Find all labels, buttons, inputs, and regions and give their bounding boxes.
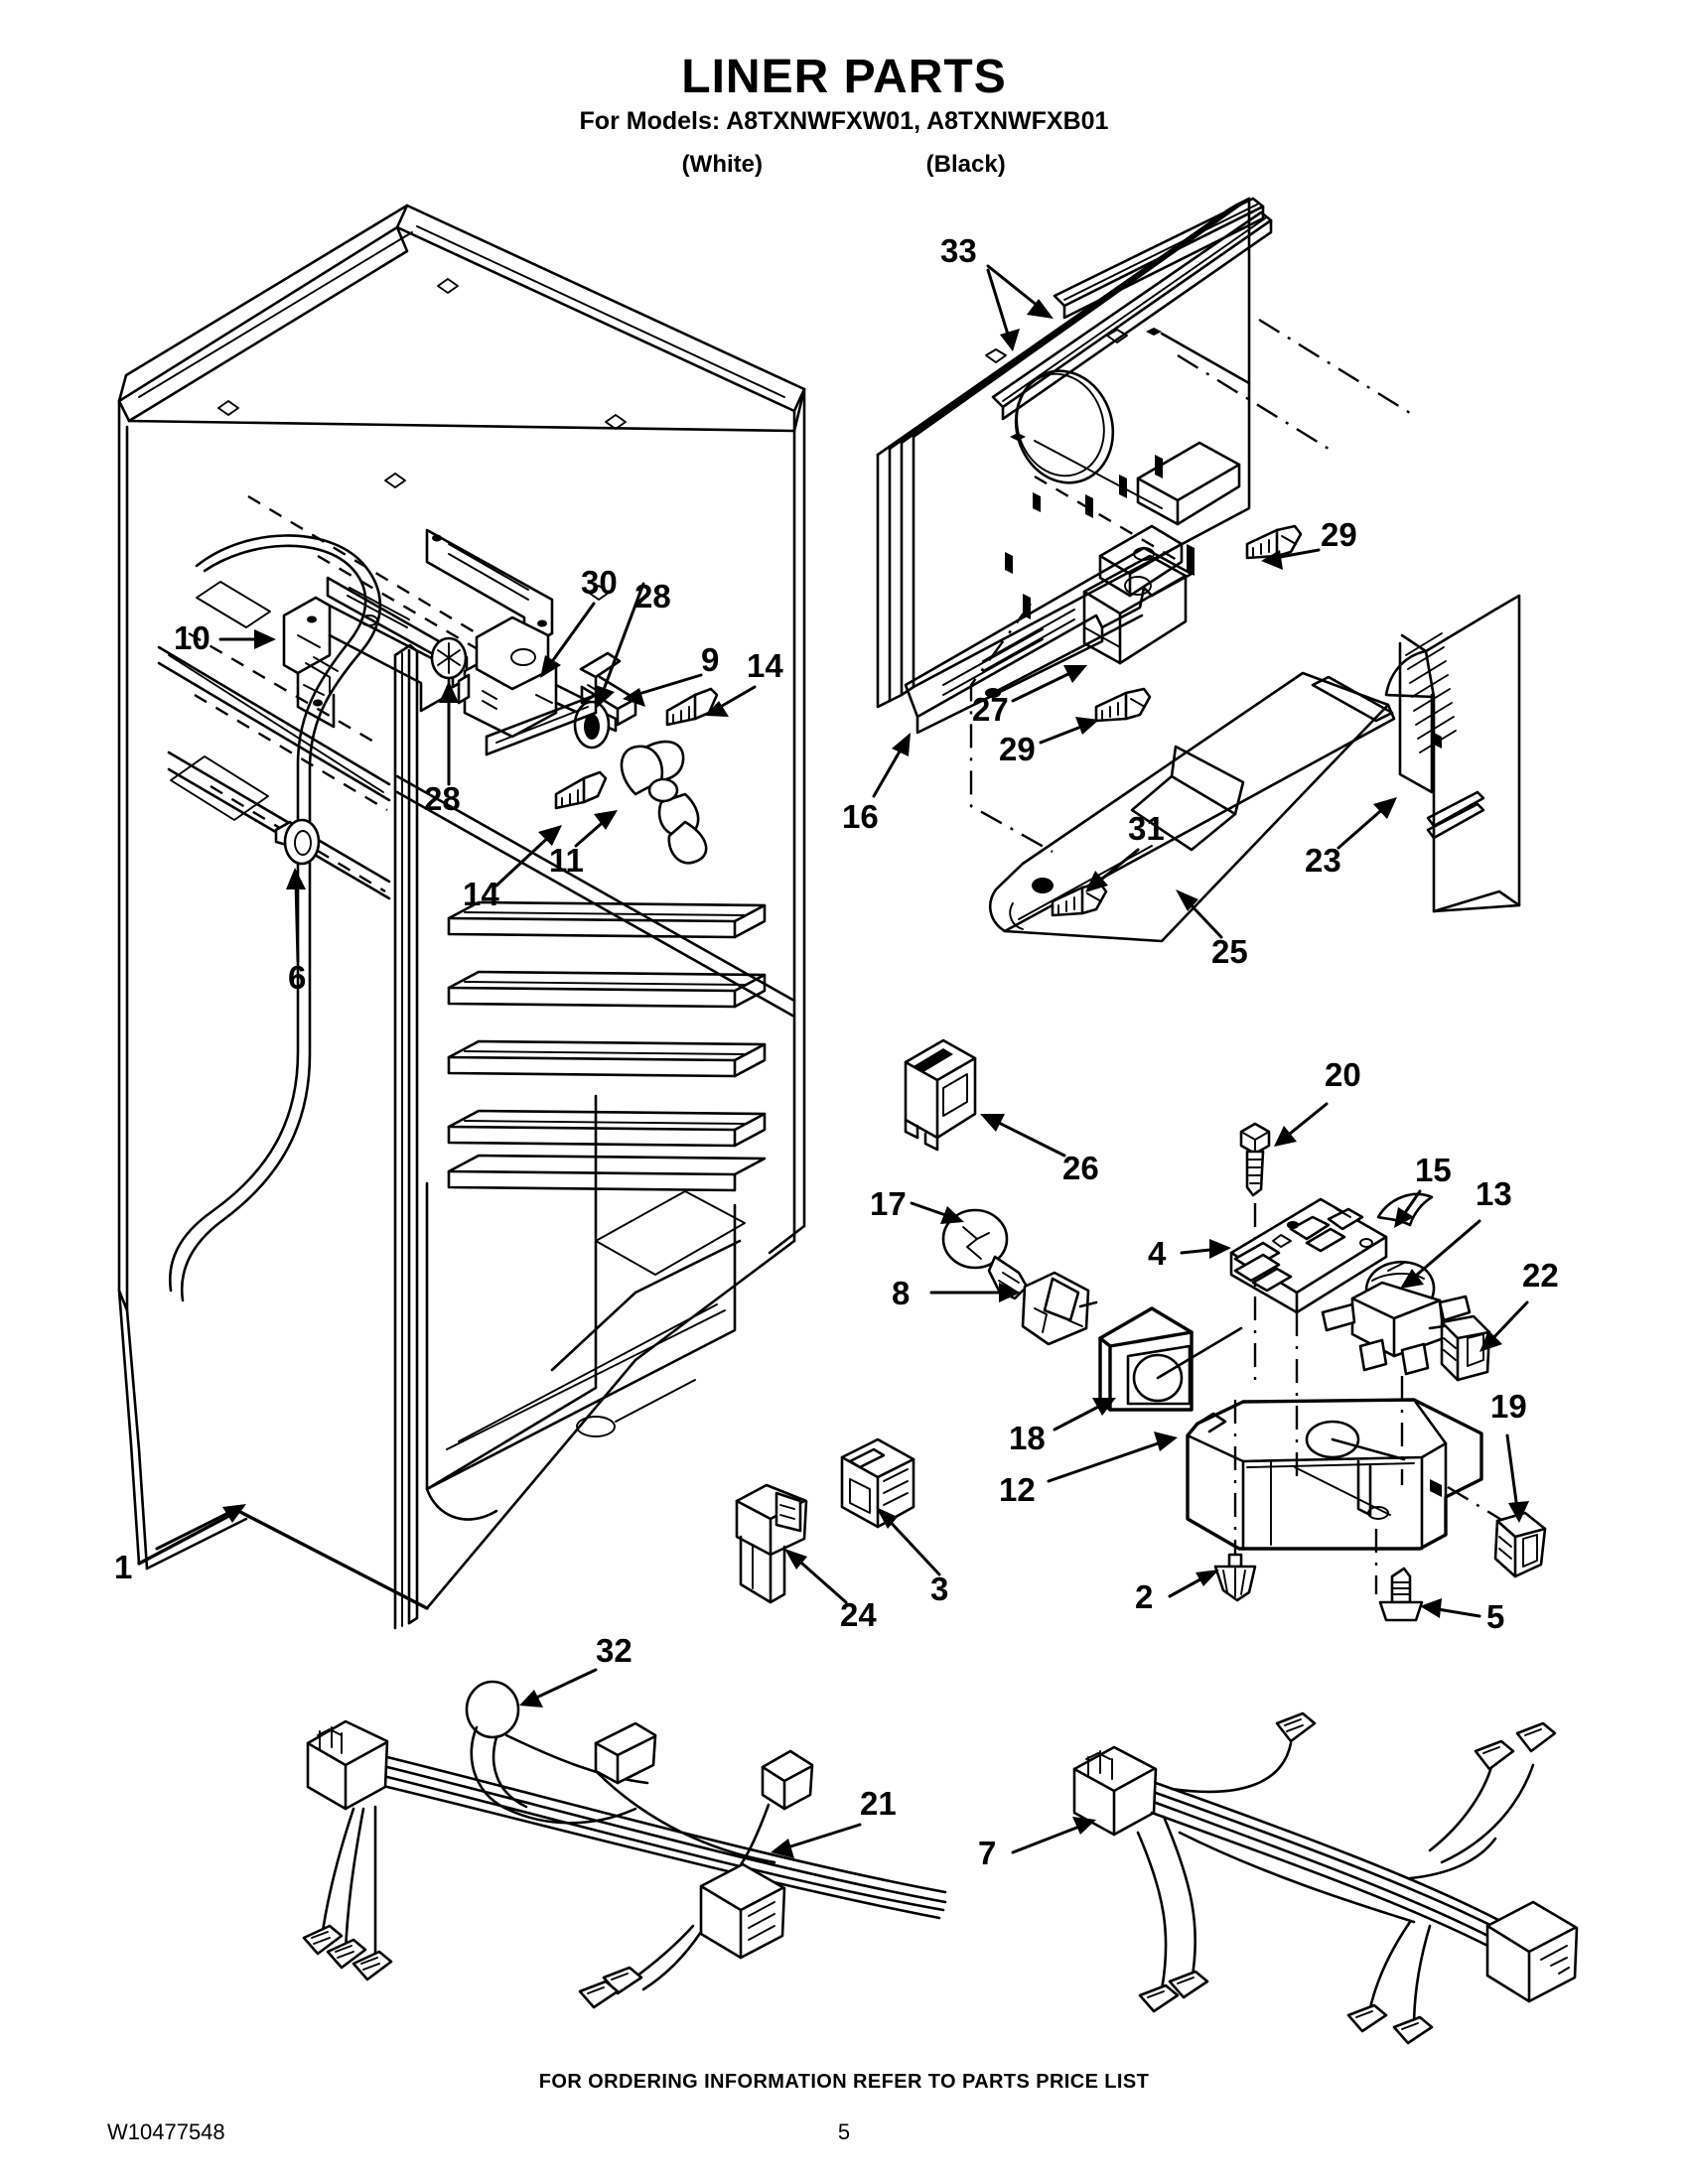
page-title: LINER PARTS — [681, 51, 1007, 103]
connector-terminal-part — [1428, 1314, 1491, 1382]
connector-block-part — [840, 1437, 915, 1529]
callout-2: 2 — [1135, 1578, 1154, 1615]
terminal-housing-part — [904, 1038, 977, 1152]
wire-harness-right-part — [1072, 1711, 1579, 2045]
callout-14-upper: 14 — [747, 647, 783, 684]
callout-20: 20 — [1325, 1056, 1361, 1093]
callout-6: 6 — [288, 959, 307, 996]
mounting-screw-part — [1378, 1567, 1424, 1622]
wire-clip-part — [1376, 1192, 1434, 1227]
callout-31: 31 — [1128, 810, 1165, 847]
spade-terminals-right — [1138, 1970, 1434, 2045]
callout-15: 15 — [1415, 1152, 1452, 1188]
callout-22: 22 — [1522, 1257, 1559, 1294]
wire-connector-part — [735, 1483, 808, 1604]
callout-3: 3 — [930, 1570, 949, 1607]
callout-29-mid: 29 — [999, 731, 1036, 767]
control-board-part — [1229, 1197, 1388, 1481]
terminal-connector-part — [1447, 1485, 1547, 1578]
wire-harness-left-part — [302, 1680, 947, 2009]
callout-leader-lines — [155, 264, 1529, 1858]
callout-26: 26 — [1062, 1150, 1099, 1186]
defrost-thermostat-part — [1321, 1260, 1472, 1485]
color-white-label: (White) — [681, 151, 763, 178]
shelf-pin-part — [274, 818, 321, 866]
cabinet-liner-group — [117, 204, 806, 1630]
callout-14-lower: 14 — [463, 876, 499, 912]
screw-mid-right-part — [1094, 687, 1152, 723]
callout-8: 8 — [892, 1275, 911, 1311]
spade-terminals-left — [302, 1924, 393, 1981]
drain-pan-part — [1186, 1398, 1483, 1594]
grommet-upper — [573, 700, 611, 750]
callout-10: 10 — [174, 619, 211, 656]
screw-upper-part — [665, 687, 719, 727]
screw-lower-part — [554, 770, 608, 810]
color-variants: (White) (Black) — [0, 151, 1688, 179]
page-number: 5 — [837, 2119, 851, 2144]
callout-24: 24 — [840, 1596, 877, 1633]
fan-motor-part — [457, 615, 618, 739]
rear-liner-panel-group — [876, 197, 1411, 854]
color-black-label: (Black) — [925, 151, 1006, 178]
model-list: For Models: A8TXNWFXW01, A8TXNWFXB01 — [579, 107, 1109, 135]
callout-13: 13 — [1476, 1175, 1512, 1212]
callout-16: 16 — [842, 798, 879, 835]
liner-bracket-part — [282, 596, 451, 729]
fan-bracket-part — [485, 651, 637, 756]
callout-29-upper: 29 — [1321, 516, 1357, 553]
ordering-info-note: FOR ORDERING INFORMATION REFER TO PARTS … — [538, 2071, 1150, 2093]
callout-7: 7 — [978, 1835, 997, 1871]
fan-blade-part — [620, 740, 708, 865]
screw-upper-right-part — [1245, 524, 1303, 560]
callout-32: 32 — [596, 1632, 633, 1669]
drain-plug-part — [1213, 1400, 1257, 1602]
hex-screw-part — [1239, 1122, 1271, 1382]
thermistor-housing-part — [1098, 1306, 1243, 1412]
callout-28-lower: 28 — [424, 780, 461, 817]
callout-5: 5 — [1486, 1598, 1505, 1635]
lamp-socket-part — [1021, 1271, 1098, 1346]
callout-9: 9 — [701, 641, 720, 678]
callout-27: 27 — [972, 691, 1009, 728]
callout-12: 12 — [999, 1471, 1036, 1508]
callout-33: 33 — [940, 232, 977, 269]
air-duct-grille-part — [1384, 594, 1521, 913]
grommet-lower-part — [430, 636, 468, 680]
document-number: W10477548 — [107, 2119, 225, 2144]
callout-18: 18 — [1009, 1420, 1046, 1456]
callout-11: 11 — [549, 842, 584, 879]
callout-25: 25 — [1211, 933, 1248, 970]
callout-23: 23 — [1305, 842, 1341, 879]
callout-21: 21 — [860, 1785, 897, 1822]
callout-19: 19 — [1490, 1388, 1527, 1425]
callout-28-upper: 28 — [634, 578, 671, 614]
shelf-rails — [447, 900, 767, 1192]
callout-4: 4 — [1148, 1235, 1167, 1272]
light-bulb-part — [941, 1208, 1029, 1300]
callout-1: 1 — [114, 1549, 133, 1585]
callout-30: 30 — [581, 564, 618, 601]
callout-17: 17 — [870, 1185, 907, 1222]
